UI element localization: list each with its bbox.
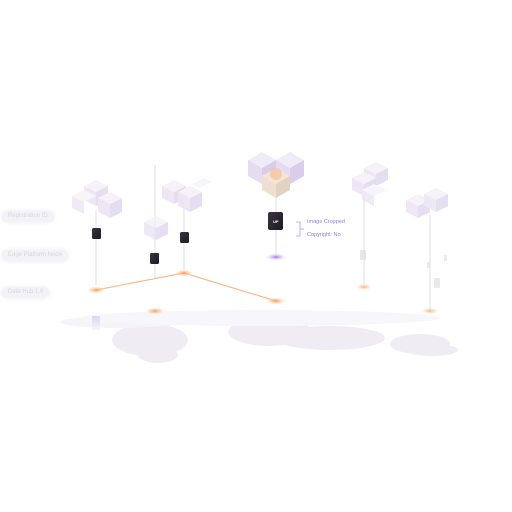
device-node-main xyxy=(268,212,283,230)
glow-node-main xyxy=(264,253,288,261)
device-main-label: UP xyxy=(273,219,279,224)
label-left-mid: Edge Platform Node xyxy=(2,250,69,261)
glow-node-2 xyxy=(144,307,166,315)
device-nodes xyxy=(92,212,283,264)
glow-node-3 xyxy=(174,269,194,277)
cube-cluster-3 xyxy=(162,178,212,212)
device-node-2 xyxy=(150,253,159,264)
device-node-3 xyxy=(180,232,189,243)
cube-cluster-2 xyxy=(144,216,168,240)
link-a-b xyxy=(95,272,185,291)
cube-cluster-1 xyxy=(72,180,122,218)
glow-nodes xyxy=(86,253,440,315)
world-map xyxy=(60,310,458,363)
cube-cluster-main xyxy=(248,152,304,198)
cube-cluster-4 xyxy=(352,162,388,206)
callout-image-cropped: Image Cropped xyxy=(307,219,345,225)
connector-lines xyxy=(95,272,277,302)
pillars xyxy=(92,250,447,330)
device-node-1 xyxy=(92,228,101,239)
label-left-bottom: Data Hub 1.0 xyxy=(2,287,50,298)
glow-node-5 xyxy=(355,283,373,291)
glow-node-1 xyxy=(86,286,106,294)
glow-node-4 xyxy=(265,297,287,305)
callout-bracket xyxy=(296,221,304,237)
callout-copyright: Copyright: No xyxy=(307,232,341,238)
link-b-c xyxy=(183,272,277,302)
cube-cluster-5 xyxy=(406,188,448,218)
label-left-top: Registration ID xyxy=(2,211,54,222)
glow-node-6 xyxy=(420,307,440,315)
